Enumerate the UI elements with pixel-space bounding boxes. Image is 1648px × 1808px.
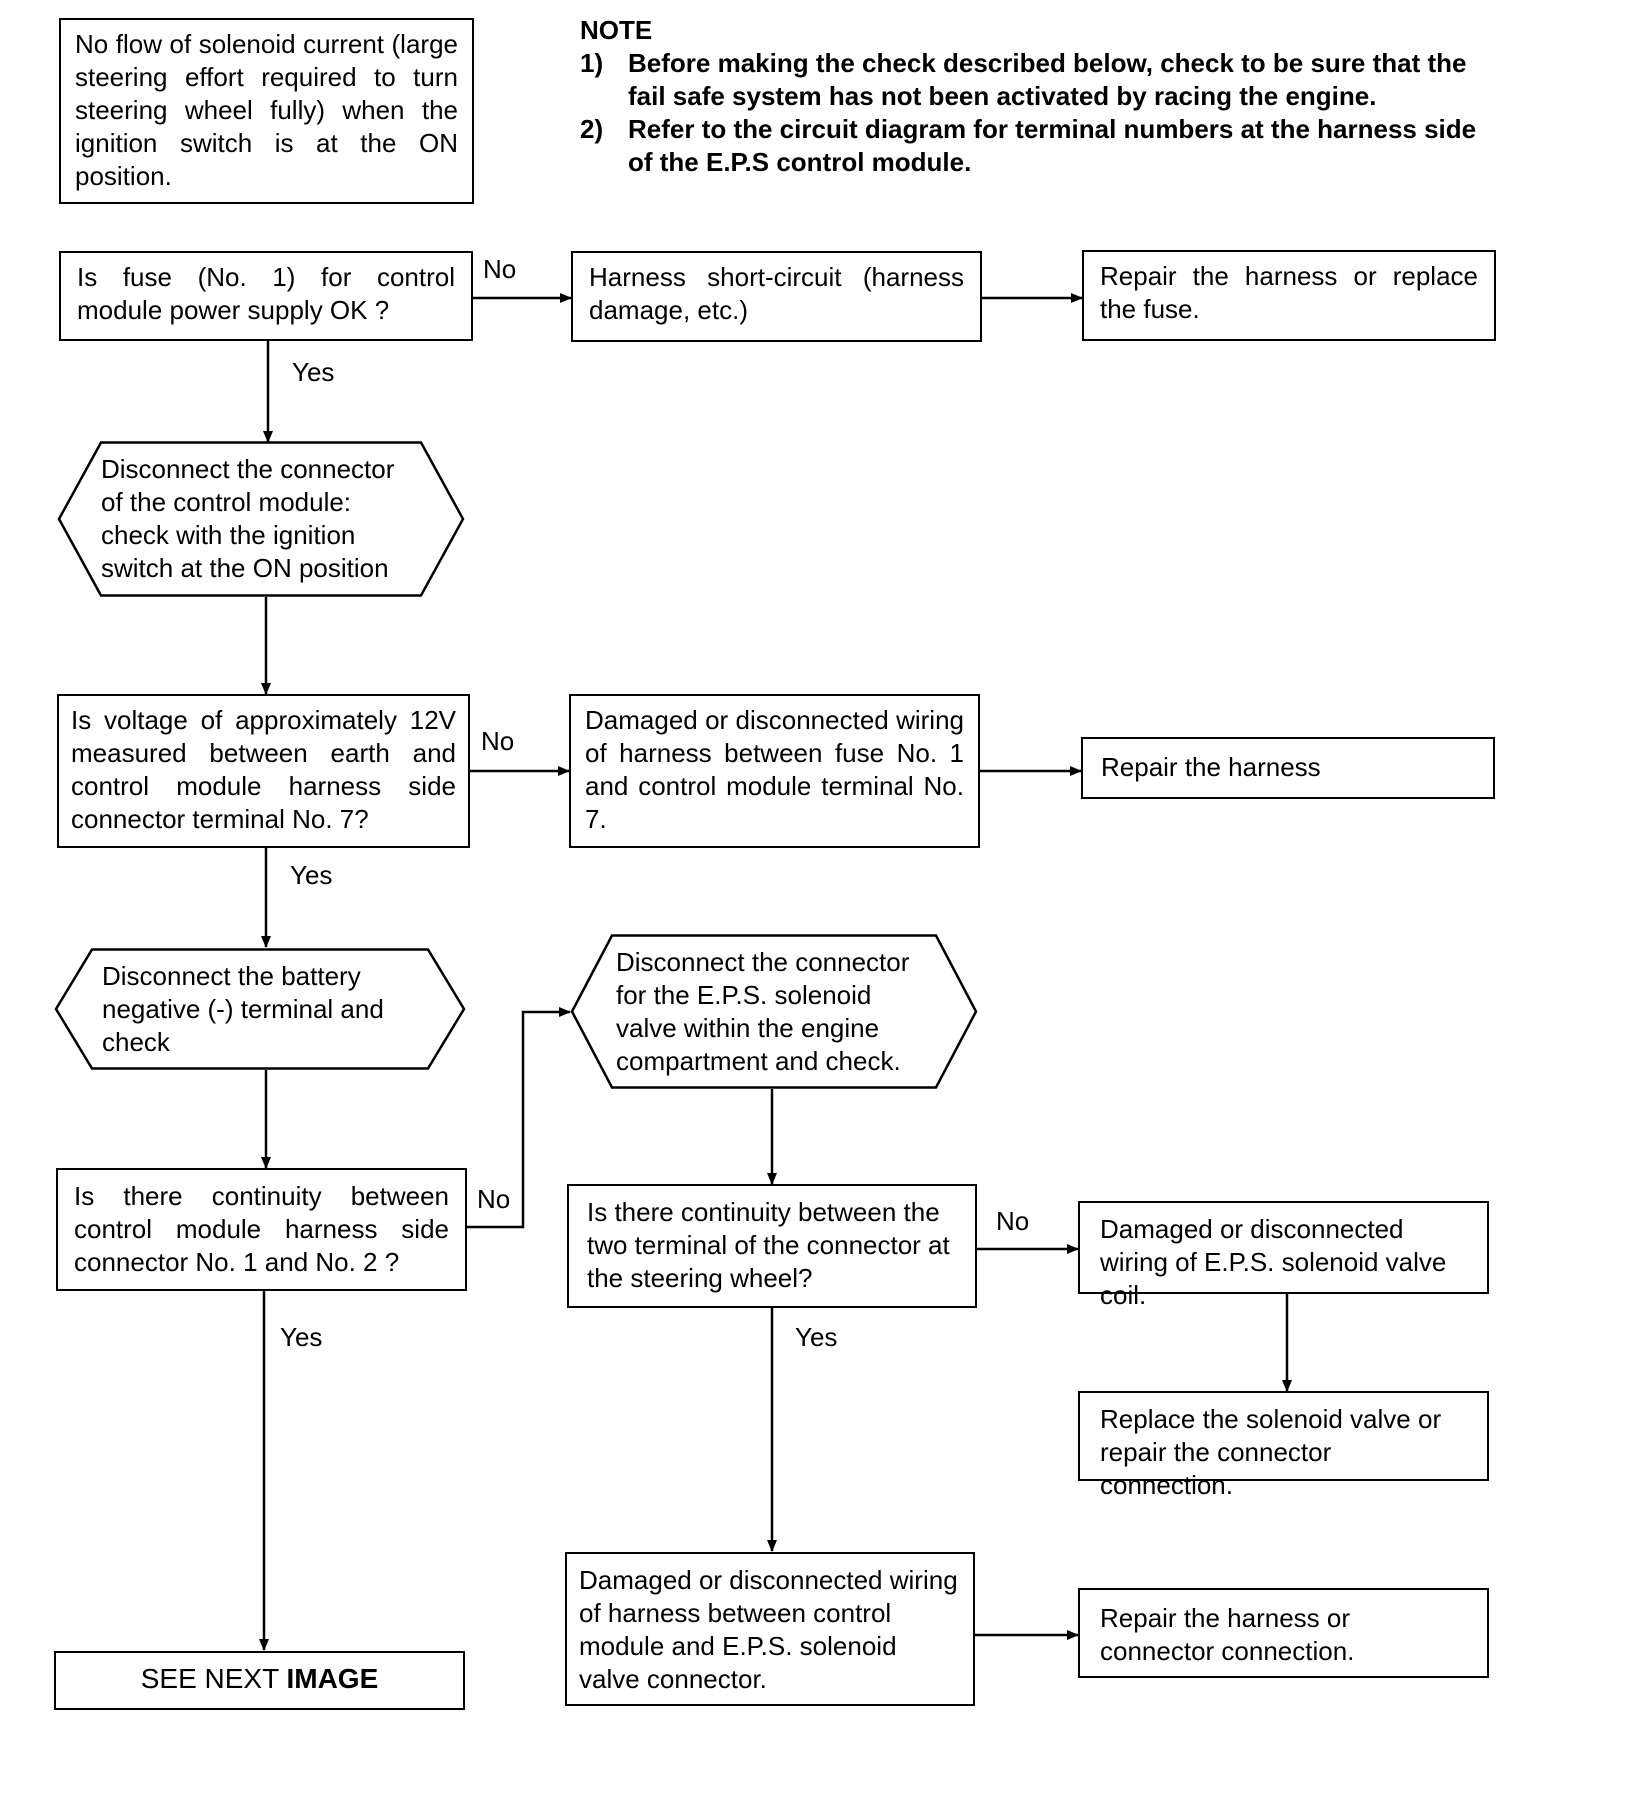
repair-harness-text: Repair the harness [1101, 752, 1321, 782]
note-title: NOTE [580, 15, 653, 45]
damaged-module-wiring-box: Damaged or disconnected wiring of harnes… [565, 1552, 975, 1706]
disconnect-battery-step: Disconnect the battery negative (-) term… [54, 948, 466, 1070]
replace-solenoid-box: Replace the solenoid valve or repair the… [1078, 1391, 1489, 1500]
harness-short-text: Harness short-circuit (harness damage, e… [589, 262, 964, 325]
disconnect-battery-text: Disconnect the battery negative (-) term… [102, 961, 384, 1057]
damaged-fuse-wiring-box: Damaged or disconnected wiring of harnes… [569, 694, 980, 848]
repair-fuse-text: Repair the harness or replace the fuse. [1100, 261, 1478, 324]
note-block: NOTE 1) Before making the check describe… [580, 14, 1480, 179]
hexagon-shape [54, 948, 466, 1070]
no-label: No [477, 1184, 511, 1214]
voltage-question-box: Is voltage of approximately 12V measured… [57, 694, 470, 848]
hexagon-shape [57, 441, 465, 597]
disconnect-module-step: Disconnect the connector of the control … [57, 441, 465, 597]
yes-label: Yes [290, 860, 333, 890]
continuity-module-question-box: Is there continuity between control modu… [56, 1168, 467, 1291]
repair-harness-box: Repair the harness [1081, 737, 1495, 799]
replace-solenoid-text: Replace the solenoid valve or repair the… [1100, 1404, 1442, 1500]
disconnect-solenoid-step: Disconnect the connector for the E.P.S. … [570, 934, 978, 1089]
note-item: 2) Refer to the circuit diagram for term… [580, 113, 1480, 179]
disconnect-solenoid-text: Disconnect the connector for the E.P.S. … [616, 947, 910, 1076]
fuse-question-text: Is fuse (No. 1) for control module power… [77, 262, 455, 325]
continuity-wheel-question-box: Is there continuity between the two term… [567, 1184, 977, 1308]
see-next-bold: IMAGE [286, 1663, 379, 1694]
note-item-number: 2) [580, 114, 604, 144]
continuity-wheel-question-text: Is there continuity between the two term… [587, 1197, 950, 1293]
hexagon-shape [570, 934, 978, 1089]
harness-short-box: Harness short-circuit (harness damage, e… [571, 251, 982, 342]
fuse-question-box: Is fuse (No. 1) for control module power… [59, 251, 473, 341]
note-item: 1) Before making the check described bel… [580, 47, 1480, 113]
no-label: No [996, 1206, 1030, 1236]
yes-label: Yes [795, 1322, 838, 1352]
no-label: No [483, 254, 517, 284]
damaged-coil-text: Damaged or disconnected wiring of E.P.S.… [1100, 1214, 1447, 1310]
damaged-coil-box: Damaged or disconnected wiring of E.P.S.… [1078, 1201, 1489, 1310]
repair-connector-text: Repair the harness or connector connecti… [1100, 1603, 1355, 1666]
note-item-text: Before making the check described below,… [628, 48, 1467, 111]
voltage-question-text: Is voltage of approximately 12V measured… [71, 705, 456, 834]
disconnect-module-text: Disconnect the connector of the control … [101, 454, 395, 583]
damaged-fuse-wiring-text: Damaged or disconnected wiring of harnes… [585, 705, 964, 834]
symptom-text: No flow of solenoid current (large steer… [75, 29, 458, 191]
note-item-text: Refer to the circuit diagram for termina… [628, 114, 1477, 177]
see-next-prefix: SEE NEXT [140, 1663, 279, 1694]
symptom-box: No flow of solenoid current (large steer… [59, 18, 474, 204]
see-next-image-box: SEE NEXT IMAGE [54, 1651, 465, 1710]
continuity-module-question-text: Is there continuity between control modu… [74, 1181, 449, 1277]
repair-connector-box: Repair the harness or connector connecti… [1078, 1588, 1489, 1678]
no-label: No [481, 726, 515, 756]
damaged-module-wiring-text: Damaged or disconnected wiring of harnes… [579, 1565, 958, 1694]
yes-label: Yes [280, 1322, 323, 1352]
repair-fuse-box: Repair the harness or replace the fuse. [1082, 250, 1496, 341]
yes-label: Yes [292, 357, 335, 387]
note-item-number: 1) [580, 48, 604, 78]
